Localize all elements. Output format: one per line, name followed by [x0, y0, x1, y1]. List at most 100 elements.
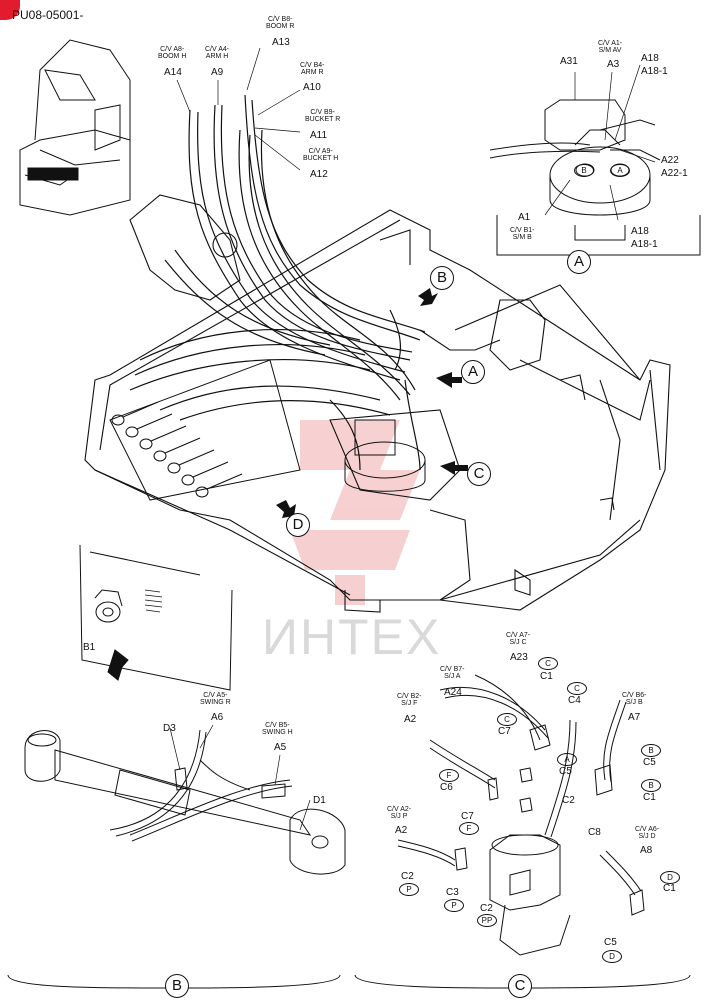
label-a23: A23 [510, 652, 528, 663]
port-tag-a: A [610, 164, 630, 177]
view-marker-d-main: D [286, 513, 310, 537]
label-a24-desc: C/V B7-S/J A [440, 666, 465, 680]
label-a7: A7 [628, 712, 641, 723]
tag-b-2: B [641, 779, 661, 792]
label-b1: B1 [83, 642, 96, 653]
label-a8: A8 [640, 845, 653, 856]
valve-spool [125, 426, 139, 438]
label-a31: A31 [560, 56, 578, 67]
label-a22-1: A22-1 [661, 168, 688, 179]
label-a10: A10 [303, 82, 321, 93]
label-a5-desc: C/V B5-SWING H [262, 722, 293, 736]
tag-f-1: F [439, 769, 459, 782]
label-a2-desc: C/V A2-S/J P [387, 806, 412, 820]
watermark-text: ИНТЕХ [262, 609, 442, 665]
label-c8: C8 [588, 827, 601, 838]
document-code: PU08-05001- [12, 8, 84, 22]
label-a18-top: A18 [641, 53, 659, 64]
tag-a: A [557, 753, 577, 766]
valve-spool-body [136, 413, 173, 430]
label-a1-desc: C/V B1-S/M B [510, 227, 535, 241]
tag-c-1: C [538, 657, 558, 670]
label-a6-desc: C/V A5-SWING R [200, 692, 231, 706]
label-c2-mid: C2 [562, 795, 575, 806]
label-d1: D1 [313, 795, 326, 806]
label-c2-p: C2 [401, 871, 414, 882]
port-tag-b: B [574, 164, 594, 177]
label-c7-top: C7 [498, 726, 511, 737]
valve-spool [139, 438, 153, 450]
tag-c-3: C [497, 713, 517, 726]
label-a9: A9 [211, 67, 224, 78]
label-c1-top: C1 [540, 671, 553, 682]
label-a18-bot: A18 [631, 226, 649, 237]
tag-b-1: B [641, 744, 661, 757]
hose-bundle [129, 94, 426, 471]
label-a3: A3 [607, 59, 620, 70]
valve-spool [181, 474, 195, 486]
label-a2: A2 [395, 825, 408, 836]
view-marker-c-main: C [467, 462, 491, 486]
label-a10-desc: C/V B4-ARM R [300, 62, 325, 76]
side-panel [79, 544, 233, 691]
tag-f-2: F [459, 822, 479, 835]
label-c5-a: C5 [559, 766, 572, 777]
label-a12-desc: C/V A9-BUCKET H [303, 148, 339, 162]
control-valve-bank [109, 359, 301, 501]
label-a14-desc: C/V A8-BOOM H [158, 46, 187, 60]
view-title-a: A [567, 250, 591, 274]
tag-pp: PP [477, 914, 497, 927]
view-title-b: B [165, 974, 189, 998]
view-arrows [276, 288, 468, 518]
label-a6: A6 [211, 712, 224, 723]
label-a11: A11 [310, 130, 328, 141]
label-a18-1-bot: A18-1 [631, 239, 658, 250]
view-marker-b-main: B [430, 266, 454, 290]
detail-b [7, 729, 346, 989]
label-a22: A22 [661, 155, 679, 166]
label-a18-1-top: A18-1 [641, 66, 668, 77]
label-c4: C4 [568, 695, 581, 706]
tag-c-2: C [567, 682, 587, 695]
label-a5: A5 [274, 742, 287, 753]
label-a12: A12 [310, 169, 328, 180]
label-c2-pp: C2 [480, 903, 493, 914]
valve-spool-body [122, 401, 159, 418]
tag-p-1: P [399, 883, 419, 896]
valve-spool-body [150, 425, 187, 442]
swivel-joint [344, 419, 426, 492]
label-c5-d: C5 [604, 937, 617, 948]
label-c3-p: C3 [446, 887, 459, 898]
label-a14: A14 [164, 67, 182, 78]
label-c7-f: C7 [461, 811, 474, 822]
leader-lines [169, 47, 656, 831]
valve-spool [167, 462, 181, 474]
label-c5-b: C5 [643, 757, 656, 768]
valve-spool-body [192, 461, 229, 478]
label-a13: A13 [272, 37, 290, 48]
label-a9-desc: C/V A4-ARM H [205, 46, 230, 60]
label-a2-top-desc: C/V B2-S/J F [397, 693, 422, 707]
view-marker-a-main: A [461, 360, 485, 384]
label-a11-desc: C/V B9-BUCKET R [305, 109, 341, 123]
valve-spool-body [178, 449, 215, 466]
label-c6: C6 [440, 782, 453, 793]
tag-p-2: P [444, 899, 464, 912]
corner-tab [0, 0, 20, 20]
valve-spool-body [164, 437, 201, 454]
valve-spool-body [206, 473, 243, 490]
label-a23-desc: C/V A7-S/J C [506, 632, 531, 646]
label-a3-desc: C/V A1-S/M AV [598, 40, 623, 54]
machine-inset [19, 39, 131, 216]
label-a1: A1 [518, 212, 531, 223]
label-c1-d: C1 [663, 883, 676, 894]
label-d3: D3 [163, 723, 176, 734]
valve-spool [195, 486, 209, 498]
label-a8-desc: C/V A6-S/J D [635, 826, 660, 840]
valve-spool [111, 414, 125, 426]
tag-d-1: D [660, 871, 680, 884]
label-a13-desc: C/V B8-BOOM R [266, 16, 295, 30]
label-a7-desc: C/V B6-S/J B [622, 692, 647, 706]
label-c1-b: C1 [643, 792, 656, 803]
